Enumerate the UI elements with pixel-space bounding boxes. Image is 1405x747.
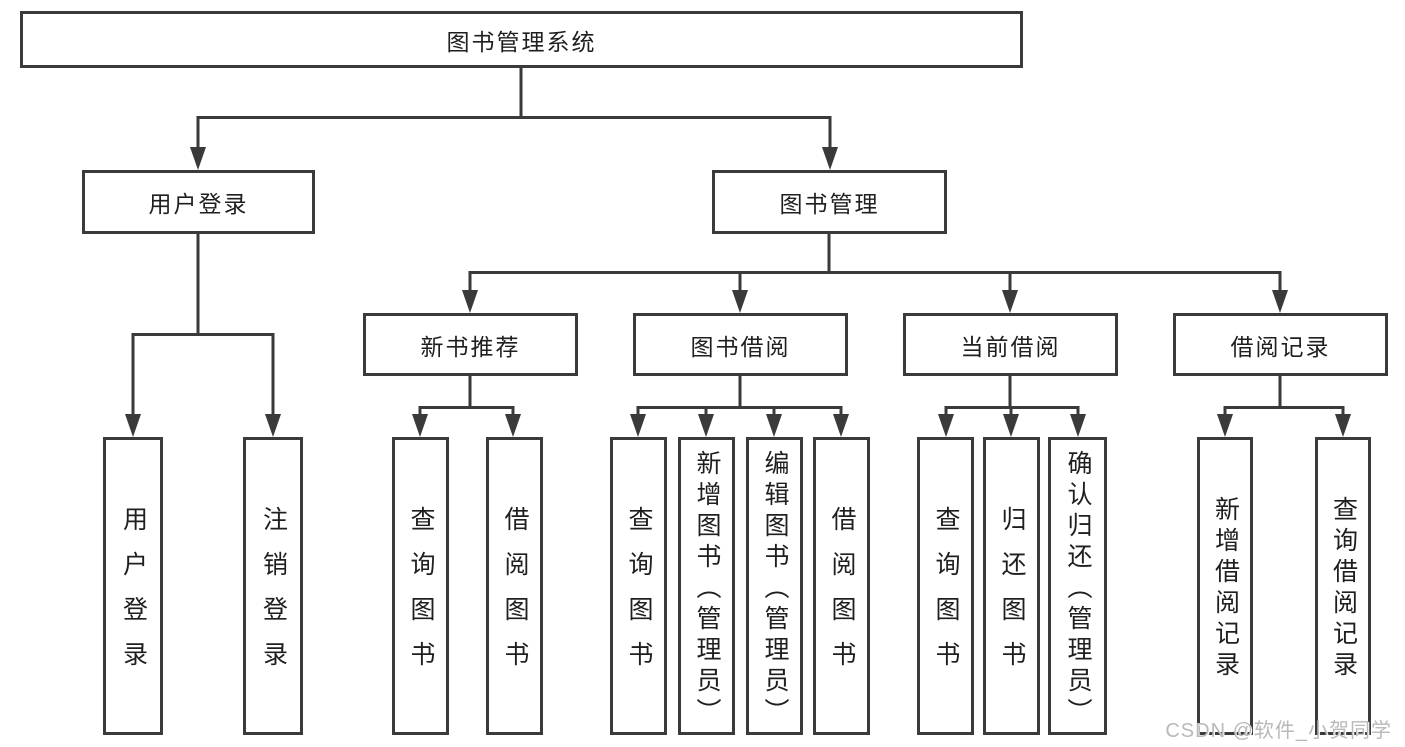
leaf-label: 借阅图书 (828, 506, 856, 686)
leaf-confirm-return-admin: 确认归还（管理员） (1048, 437, 1107, 735)
leaf-label: 确认归还（管理员） (1064, 449, 1092, 729)
leaf-query-books-borrow: 查询图书 (610, 437, 667, 735)
node-book-borrowing: 图书借阅 (633, 313, 848, 376)
leaf-query-borrow-record: 查询借阅记录 (1315, 437, 1371, 735)
csdn-watermark: CSDN @软件_小贺同学 (1165, 720, 1392, 742)
node-borrowing-records: 借阅记录 (1173, 313, 1388, 376)
node-label: 借阅记录 (1230, 333, 1331, 360)
leaf-label: 借阅图书 (501, 506, 529, 686)
leaf-borrow-books-recommend: 借阅图书 (486, 437, 543, 735)
leaf-logout: 注销登录 (243, 437, 303, 735)
leaf-borrow-books: 借阅图书 (813, 437, 870, 735)
leaf-edit-books-admin: 编辑图书（管理员） (746, 437, 803, 735)
node-label: 图书管理 (779, 191, 880, 217)
leaf-query-books-current: 查询图书 (917, 437, 974, 735)
leaf-user-login: 用户登录 (103, 437, 163, 735)
leaf-return-books: 归还图书 (983, 437, 1040, 735)
leaf-label: 查询图书 (407, 506, 435, 686)
leaf-label: 查询借阅记录 (1329, 496, 1358, 682)
leaf-label: 注销登录 (259, 506, 288, 686)
leaf-label: 归还图书 (998, 506, 1026, 686)
node-label: 用户登录 (148, 191, 249, 217)
node-label: 图书管理系统 (446, 28, 597, 55)
leaf-query-books-recommend: 查询图书 (392, 437, 449, 735)
node-current-borrowing: 当前借阅 (903, 313, 1118, 376)
leaf-add-borrow-record: 新增借阅记录 (1197, 437, 1253, 735)
node-new-book-recommendation: 新书推荐 (363, 313, 578, 376)
leaf-label: 查询图书 (932, 506, 960, 686)
node-label: 新书推荐 (420, 333, 521, 360)
leaf-label: 用户登录 (119, 506, 148, 686)
leaf-label: 编辑图书（管理员） (761, 449, 789, 729)
leaf-label: 新增图书（管理员） (693, 449, 721, 729)
leaf-add-books-admin: 新增图书（管理员） (678, 437, 735, 735)
leaf-label: 新增借阅记录 (1211, 496, 1240, 682)
node-book-management: 图书管理 (712, 170, 947, 234)
node-library-management-system: 图书管理系统 (20, 11, 1023, 68)
node-label: 图书借阅 (690, 333, 791, 360)
node-label: 当前借阅 (960, 333, 1061, 360)
leaf-label: 查询图书 (625, 506, 653, 686)
node-user-login: 用户登录 (82, 170, 315, 234)
